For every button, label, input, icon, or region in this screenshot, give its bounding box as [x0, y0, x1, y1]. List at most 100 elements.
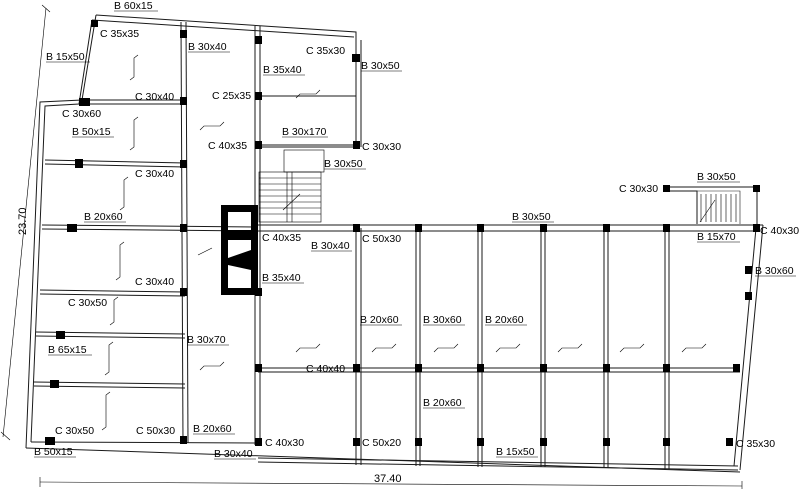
column — [255, 92, 262, 100]
label-b50x15-bottom: B 50x15 — [34, 446, 73, 458]
label-b30x40-mid: B 30x40 — [311, 240, 350, 252]
column — [745, 266, 752, 274]
column — [726, 438, 733, 446]
label-b30x70: B 30x70 — [187, 334, 226, 346]
label-b20x60-a: B 20x60 — [84, 211, 123, 223]
label-c30x50-b: C 30x50 — [55, 425, 94, 437]
label-c35x30-top: C 35x30 — [306, 45, 345, 57]
column — [753, 224, 760, 232]
column — [180, 436, 187, 444]
label-b35x40-b: B 35x40 — [262, 272, 301, 284]
column — [255, 141, 262, 149]
label-c35x30-bottom: C 35x30 — [736, 438, 775, 450]
column — [540, 224, 547, 232]
column — [477, 364, 484, 372]
column — [45, 437, 55, 445]
label-c25x35: C 25x35 — [212, 90, 251, 102]
label-b35x40: B 35x40 — [263, 64, 302, 76]
label-c30x50-a: C 30x50 — [68, 297, 107, 309]
column — [663, 224, 670, 232]
label-b15x70: B 15x70 — [697, 231, 736, 243]
label-b65x15: B 65x15 — [48, 344, 87, 356]
column — [180, 97, 187, 105]
column — [540, 364, 547, 372]
label-b20x60-d: B 20x60 — [423, 397, 462, 409]
column — [79, 98, 90, 106]
column — [477, 438, 484, 446]
overall-width-label: 37.40 — [374, 473, 402, 485]
column — [477, 224, 484, 232]
column — [50, 380, 59, 388]
columns — [45, 20, 760, 446]
label-b30x60-mid: B 30x60 — [423, 314, 462, 326]
column — [75, 159, 83, 168]
label-b15x50: B 15x50 — [46, 51, 85, 63]
column — [353, 141, 360, 149]
column — [180, 160, 187, 168]
shear-core — [197, 205, 258, 295]
label-b50x15: B 50x15 — [72, 126, 111, 138]
column — [603, 224, 610, 232]
dimension-lines — [0, 4, 743, 489]
label-leaders — [34, 10, 796, 460]
label-b30x50-e: B 30x50 — [697, 171, 736, 183]
column — [255, 36, 262, 44]
label-b15x50-bottom: B 15x50 — [496, 446, 535, 458]
label-c50x20: C 50x20 — [362, 437, 401, 449]
label-c30x60: C 30x60 — [62, 108, 101, 120]
label-b60x15: B 60x15 — [114, 0, 153, 12]
column — [255, 288, 262, 296]
column — [67, 224, 77, 232]
label-b30x40-bottom: B 30x40 — [214, 448, 253, 460]
slab-span-markers — [101, 54, 707, 431]
label-c40x35-a: C 40x35 — [208, 140, 247, 152]
label-b30x60-right: B 30x60 — [755, 265, 794, 277]
column — [180, 224, 187, 232]
label-c30x40-1: C 30x40 — [135, 91, 174, 103]
column — [415, 438, 422, 446]
column — [180, 288, 187, 296]
label-c50x30-a: C 50x30 — [362, 233, 401, 245]
overall-height-label: 23.70 — [17, 207, 29, 235]
column — [415, 224, 422, 232]
column — [353, 364, 360, 372]
column — [603, 438, 610, 446]
label-b20x60-b: B 20x60 — [360, 314, 399, 326]
column — [663, 364, 670, 372]
column — [353, 438, 360, 446]
column — [352, 54, 360, 62]
label-b30x170: B 30x170 — [282, 126, 327, 138]
label-c35x35: C 35x35 — [100, 28, 139, 40]
label-c30x30-a: C 30x30 — [362, 141, 401, 153]
column — [663, 438, 670, 446]
element-labels: B 60x15 C 35x35 B 15x50 B 30x40 C 35x30 … — [34, 0, 799, 460]
stair-right — [699, 194, 737, 223]
column — [56, 331, 65, 339]
interior-beams — [33, 21, 740, 469]
column — [415, 364, 422, 372]
label-b30x50-right: B 30x50 — [361, 60, 400, 72]
label-c40x30-bottom: C 40x30 — [265, 437, 304, 449]
label-c40x30-right: C 40x30 — [760, 225, 799, 237]
label-c50x30-b: C 50x30 — [136, 425, 175, 437]
label-b20x60-c: B 20x60 — [485, 314, 524, 326]
label-c30x40-2: C 30x40 — [135, 168, 174, 180]
label-c40x40: C 40x40 — [306, 363, 345, 375]
column — [91, 20, 98, 27]
column — [353, 224, 360, 232]
column — [180, 30, 187, 38]
column — [753, 185, 760, 192]
column — [663, 185, 670, 192]
column — [733, 364, 740, 372]
label-c40x35-b: C 40x35 — [262, 232, 301, 244]
label-c30x30-b: C 30x30 — [619, 183, 658, 195]
column — [255, 438, 262, 446]
label-b30x50-mid: B 30x50 — [512, 211, 551, 223]
label-b20x60-e: B 20x60 — [193, 423, 232, 435]
column — [603, 364, 610, 372]
column — [540, 438, 547, 446]
column — [745, 292, 752, 300]
label-b30x40-top: B 30x40 — [188, 41, 227, 53]
